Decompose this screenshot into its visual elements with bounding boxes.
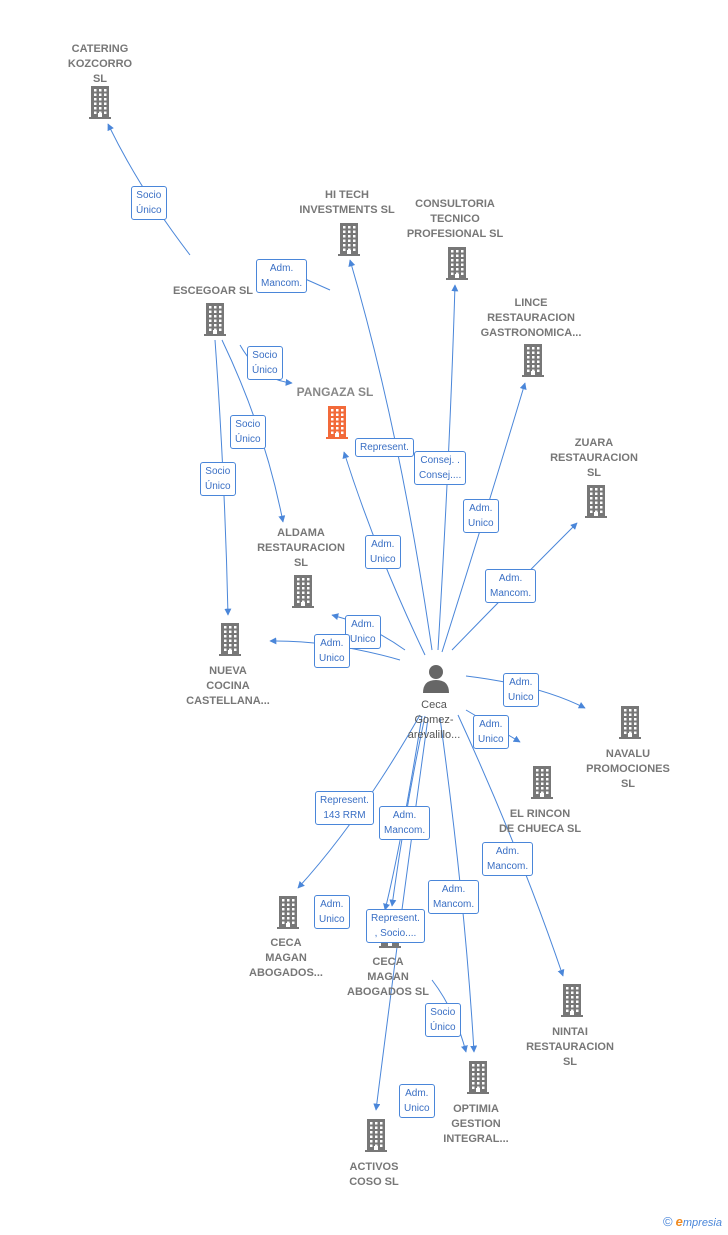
building-icon-nintai[interactable] (561, 984, 583, 1022)
edge-label-ceca-nueva: Adm. Unico (314, 634, 350, 668)
building-icon-escegoar[interactable] (204, 303, 226, 341)
node-label-aldama[interactable]: ALDAMA RESTAURACION SL (257, 527, 345, 569)
node-label-navalu[interactable]: NAVALU PROMOCIONES SL (586, 748, 670, 790)
edge-label-ceca-aldama: Adm. Unico (345, 615, 381, 649)
edge-label-ceca-hitech: Represent. (355, 438, 414, 457)
building-icon-consultoria[interactable] (446, 247, 468, 285)
edge-label-escegoar-catering: Socio Único (131, 186, 167, 220)
building-icon-hitech[interactable] (338, 223, 360, 261)
building-icon-pangaza[interactable] (326, 406, 348, 444)
edge-label-ceca-ceca2: Represent. , Socio.... (366, 909, 425, 943)
edge-label-ceca-activos: Adm. Unico (399, 1084, 435, 1118)
building-icon-zuara[interactable] (585, 485, 607, 523)
building-icon-ceca1[interactable] (277, 896, 299, 934)
edge-label-ceca-optimia: Socio Único (425, 1003, 461, 1037)
node-label-zuara[interactable]: ZUARA RESTAURACION SL (550, 437, 638, 479)
edge-label-ceca-ceca1: Represent. 143 RRM (315, 791, 374, 825)
person-icon-ceca[interactable] (421, 663, 451, 698)
edge-label-ceca-ceca1: Adm. Unico (314, 895, 350, 929)
node-label-activos[interactable]: ACTIVOS COSO SL (349, 1161, 399, 1188)
node-label-catering[interactable]: CATERING KOZCORRO SL (67, 43, 133, 85)
node-label-optimia[interactable]: OPTIMIA GESTION INTEGRAL... (443, 1103, 509, 1145)
edge-label-ceca-consultoria: Consej. . Consej.... (414, 451, 467, 485)
building-icon-catering[interactable] (89, 86, 111, 124)
edge-label-escegoar-pangaza: Socio Único (247, 346, 283, 380)
edge-label-ceca-zuara: Adm. Mancom. (485, 569, 537, 603)
building-icon-nueva[interactable] (219, 623, 241, 661)
building-icon-lince[interactable] (522, 344, 544, 382)
building-icon-optimia[interactable] (467, 1061, 489, 1099)
edge-label-ceca-ceca2: Adm. Mancom. (379, 806, 431, 840)
node-label-ceca[interactable]: Ceca Gomez- arevalillo... (407, 699, 461, 741)
node-label-lince[interactable]: LINCE RESTAURACION GASTRONOMICA... (480, 297, 582, 339)
brand-name: mpresia (682, 1217, 722, 1229)
empresia-logo: ©empresia (663, 1214, 722, 1229)
edge-label-escegoar-aldama: Socio Único (230, 415, 266, 449)
node-label-escegoar[interactable]: ESCEGOAR SL (172, 285, 254, 297)
building-icon-navalu[interactable] (619, 706, 641, 744)
node-label-ceca1[interactable]: CECA MAGAN ABOGADOS... (249, 937, 323, 979)
edge-label-escegoar-nueva: Socio Único (200, 462, 236, 496)
building-icon-elrincon[interactable] (531, 766, 553, 804)
brand-initial: e (675, 1214, 683, 1229)
edge-label-ceca-pangaza: Adm. Unico (365, 535, 401, 569)
node-label-hitech[interactable]: HI TECH INVESTMENTS SL (299, 189, 395, 216)
node-label-nueva[interactable]: NUEVA COCINA CASTELLANA... (186, 665, 270, 707)
edge-label-ceca-elrincon: Adm. Unico (473, 715, 509, 749)
building-icon-aldama[interactable] (292, 575, 314, 613)
edge-label-ceca-optimia: Adm. Mancom. (428, 880, 480, 914)
node-label-consultoria[interactable]: CONSULTORIA TECNICO PROFESIONAL SL (406, 198, 504, 240)
node-label-pangaza[interactable]: PANGAZA SL (296, 385, 374, 399)
edge-label-ceca-escegoar: Adm. Mancom. (256, 259, 308, 293)
edge-label-ceca-nintai: Adm. Mancom. (482, 842, 534, 876)
node-label-elrincon[interactable]: EL RINCON DE CHUECA SL (498, 808, 582, 835)
node-label-ceca2[interactable]: CECA MAGAN ABOGADOS SL (347, 956, 429, 998)
edge-label-ceca-navalu: Adm. Unico (503, 673, 539, 707)
edge-label-ceca-lince: Adm. Unico (463, 499, 499, 533)
copyright-symbol: © (663, 1214, 673, 1229)
building-icon-activos[interactable] (365, 1119, 387, 1157)
node-label-nintai[interactable]: NINTAI RESTAURACION SL (526, 1026, 614, 1068)
